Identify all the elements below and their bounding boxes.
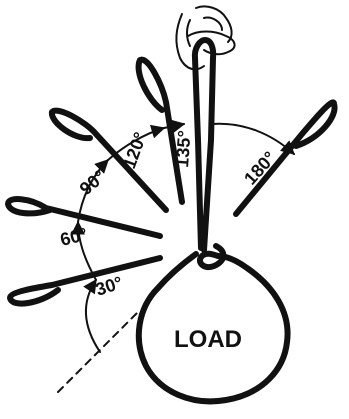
sling-leg-120: [135, 56, 185, 205]
arc-180: [211, 122, 296, 155]
arc-60: [71, 220, 97, 281]
sling-leg-90: [49, 107, 169, 213]
arc-90: [77, 159, 109, 223]
angle-label-120: 120°: [119, 130, 151, 172]
sling-leg-30: [7, 255, 163, 307]
angle-label-90: 90°: [76, 166, 110, 199]
load-loop: [135, 243, 291, 405]
sling-leg-180: [233, 99, 338, 217]
main-sling-eye: [191, 37, 217, 61]
arc-135: [163, 119, 186, 134]
angle-label-60: 60°: [58, 224, 89, 250]
main-sling: [192, 55, 216, 253]
sling-leg-60: [5, 196, 163, 239]
arc-30: [83, 278, 101, 353]
angle-label-135: 135°: [172, 130, 195, 169]
load-label: LOAD: [174, 326, 242, 353]
arc-120: [107, 124, 166, 161]
